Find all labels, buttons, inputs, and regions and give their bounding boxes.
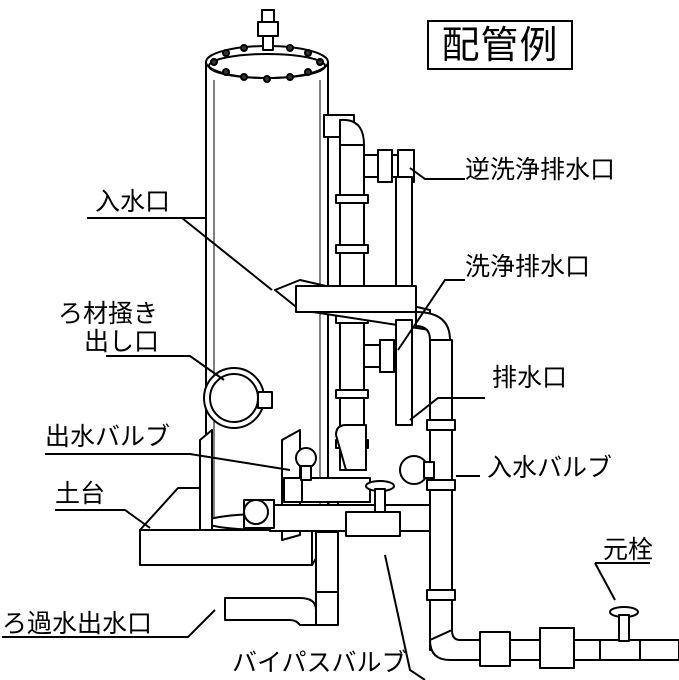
- diagram-title: 配管例: [427, 20, 573, 70]
- main-valve-handwheel: [609, 606, 639, 642]
- main-supply-pipe: [429, 627, 679, 669]
- wash-drain-pipe: [363, 319, 413, 426]
- label-backwash-drain: 逆洗浄排水口: [465, 155, 616, 184]
- bypass-valve: [345, 480, 401, 537]
- flange-bolts: [210, 42, 324, 83]
- inlet-vertical-pipe: [426, 339, 456, 651]
- label-main-valve: 元栓: [603, 535, 654, 564]
- label-bypass-valve: バイパスバルブ: [232, 648, 407, 677]
- top-elbow: [323, 114, 365, 146]
- air-vent-valve: [257, 9, 279, 51]
- outlet-valve-handwheel: [243, 447, 317, 525]
- label-media-outlet-line2: 出し口: [84, 327, 160, 356]
- label-inlet-valve: 入水バルブ: [487, 453, 613, 482]
- inlet-valve-handwheel: [399, 455, 435, 485]
- label-water-inlet: 入水口: [95, 187, 171, 216]
- label-drain: 排水口: [492, 363, 568, 392]
- label-media-outlet-line1: ろ材掻き: [58, 299, 159, 328]
- leader-lines: [2, 167, 650, 680]
- inlet-horizontal-pipe: [274, 279, 451, 341]
- label-wash-drain: 洗浄排水口: [465, 252, 591, 281]
- label-filtered-outlet: ろ過水出水口: [2, 609, 153, 638]
- label-outlet-valve: 出水バルブ: [45, 422, 171, 451]
- media-outlet-hatch: [203, 367, 273, 429]
- filtered-outlet-pipe: [224, 531, 339, 626]
- label-media-outlet: ろ材掻き 出し口: [58, 300, 159, 356]
- label-base: 土台: [55, 479, 106, 508]
